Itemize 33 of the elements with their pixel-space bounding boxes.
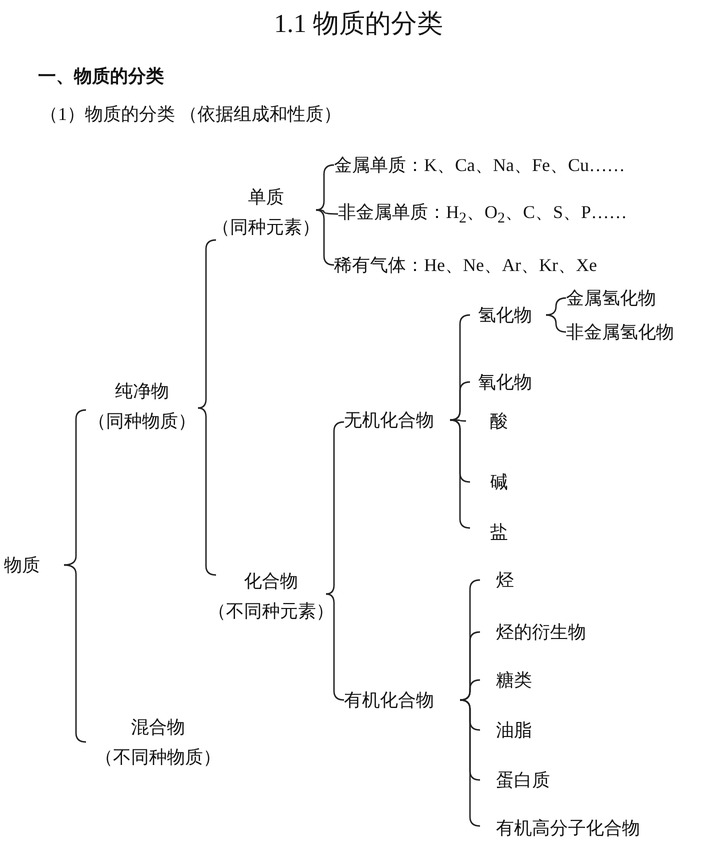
category-label: 金属氢化物	[566, 287, 656, 310]
page-title: 1.1 物质的分类	[273, 8, 444, 40]
category-label: 油脂	[496, 719, 532, 742]
category-label: 纯净物	[115, 380, 169, 403]
brace-connector	[316, 209, 338, 215]
category-label: 酸	[490, 410, 508, 433]
category-label: 氧化物	[478, 371, 532, 394]
category-label: 物质	[4, 554, 40, 577]
category-label: 烃的衍生物	[496, 621, 586, 644]
category-label: 烃	[496, 569, 514, 592]
category-label: 盐	[490, 521, 508, 544]
category-label: 有机高分子化合物	[496, 817, 640, 840]
category-label: 金属单质：K、Ca、Na、Fe、Cu……	[334, 154, 625, 177]
category-label: 有机化合物	[344, 689, 434, 712]
category-note: （同种元素）	[212, 216, 320, 239]
category-label: 无机化合物	[344, 409, 434, 432]
category-label: 混合物	[131, 716, 185, 739]
category-note: （不同种元素）	[208, 600, 334, 623]
category-label: 非金属氢化物	[566, 321, 674, 344]
brace-connector	[450, 381, 470, 421]
category-label: 单质	[248, 186, 284, 209]
category-label: 化合物	[244, 570, 298, 593]
category-label: 碱	[490, 471, 508, 494]
subheading: （1）物质的分类 （依据组成和性质）	[40, 103, 342, 126]
category-note: （同种物质）	[88, 410, 196, 433]
category-note: （不同种物质）	[95, 746, 221, 769]
section-heading: 一、物质的分类	[38, 65, 164, 88]
category-label: 蛋白质	[496, 769, 550, 792]
category-label: 糖类	[496, 669, 532, 692]
brace-connector	[460, 679, 480, 701]
category-label: 稀有气体：He、Ne、Ar、Kr、Xe	[334, 254, 597, 277]
category-label: 非金属单质：H$_{2}$、O$_{2}$、C、S、P……	[338, 200, 628, 228]
category-label: 氢化物	[478, 304, 532, 327]
